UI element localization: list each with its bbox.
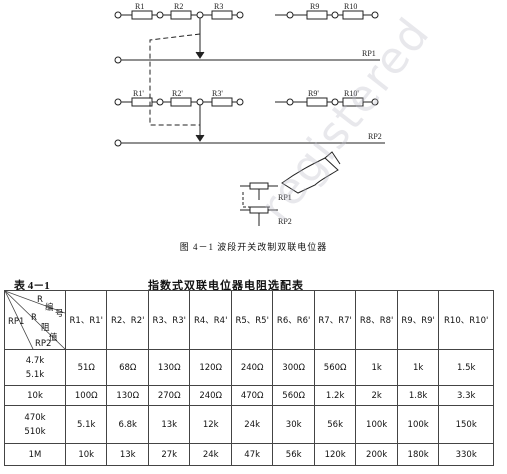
- figure-caption: 图 4－1 波段开关改制双联电位器: [179, 242, 328, 252]
- rp-value-cell: 1M: [4, 443, 66, 466]
- table-cell: 68Ω: [106, 349, 149, 386]
- table-cell: 51Ω: [64, 349, 108, 386]
- table-cell: 24k: [189, 443, 232, 466]
- table-cell: 1k: [396, 349, 440, 386]
- r2-label: R2: [174, 2, 183, 11]
- table-cell: 200k: [355, 443, 398, 466]
- r3p-label: R3': [212, 89, 223, 98]
- table-cell: 300Ω: [272, 349, 315, 386]
- table-cell: 10k: [64, 443, 108, 466]
- r3-label: R3: [214, 2, 223, 11]
- table-cell: 6.8k: [106, 405, 149, 444]
- header-cell: R1、R1': [64, 290, 108, 350]
- table-cell: 1.5k: [438, 349, 494, 386]
- table-cell: 1.8k: [396, 385, 440, 406]
- header-cell: R4、R4': [189, 290, 232, 350]
- inset-rp2-label: RP2: [278, 217, 292, 226]
- header-cell: R7、R7': [313, 290, 357, 350]
- corner-r-mid: R: [31, 313, 37, 323]
- table-cell: 47k: [230, 443, 274, 466]
- header-cell: R5、R5': [230, 290, 274, 350]
- table-cell: 120Ω: [189, 349, 232, 386]
- corner-rp1: RP1: [8, 317, 25, 327]
- table-cell: 1.2k: [313, 385, 357, 406]
- table-cell: 240Ω: [230, 349, 274, 386]
- table-cell: 27k: [147, 443, 191, 466]
- table-cell: 180k: [396, 443, 440, 466]
- table-cell: 24k: [230, 405, 274, 444]
- rp-value: 510k: [24, 426, 46, 437]
- table-cell: 560Ω: [272, 385, 315, 406]
- header-cell: R8、R8': [355, 290, 398, 350]
- table-title: 指数式双联电位器电阻选配表: [148, 280, 304, 292]
- table-cell: 13k: [147, 405, 191, 444]
- corner-bian: 编: [45, 303, 54, 313]
- rp-value-cell: 470k 510k: [4, 405, 66, 444]
- r2p-label: R2': [172, 89, 183, 98]
- r10p-label: R10': [344, 89, 359, 98]
- rp-value: 470k: [24, 412, 46, 423]
- corner-zhi: 值: [49, 333, 58, 343]
- corner-r-top: R: [37, 295, 43, 305]
- table-cell: 56k: [313, 405, 357, 444]
- switch-circuit-diagram: R1 R2 R3 R9 R10 R1' R2' R3' R9' R10' RP1…: [114, 2, 385, 226]
- corner-cell: R 编 号 R 阻 值 RP1 RP2: [4, 290, 66, 350]
- resistor-table: R 编 号 R 阻 值 RP1 RP2 R1、R1' R2、R2' R3、R3'…: [4, 290, 494, 466]
- rp-value-cell: 10k: [4, 385, 66, 406]
- table-cell: 130Ω: [106, 385, 149, 406]
- table-cell: 100k: [355, 405, 398, 444]
- rp-value: 10k: [27, 390, 43, 401]
- table-cell: 120k: [313, 443, 357, 466]
- corner-zu: 阻: [41, 323, 50, 333]
- table-cell: 100k: [396, 405, 440, 444]
- table-cell: 30k: [272, 405, 315, 444]
- table-cell: 12k: [189, 405, 232, 444]
- table-cell: 56k: [272, 443, 315, 466]
- table-cell: 1k: [355, 349, 398, 386]
- header-cell: R9、R9': [396, 290, 440, 350]
- rp-value: 1M: [28, 449, 42, 460]
- rp-value: 4.7k: [25, 355, 45, 366]
- header-cell: R2、R2': [106, 290, 149, 350]
- r9p-label: R9': [308, 89, 319, 98]
- table-cell: 5.1k: [64, 405, 108, 444]
- r9-label: R9: [310, 2, 319, 11]
- table-cell: 240Ω: [189, 385, 232, 406]
- table-cell: 330k: [438, 443, 494, 466]
- table-cell: 130Ω: [147, 349, 191, 386]
- table-cell: 470Ω: [230, 385, 274, 406]
- table-label: 表 4－1: [14, 280, 50, 292]
- header-cell: R6、R6': [272, 290, 315, 350]
- table-header-row: R 编 号 R 阻 值 RP1 RP2 R1、R1' R2、R2' R3、R3'…: [4, 290, 494, 350]
- r10-label: R10: [344, 2, 357, 11]
- rp-value: 5.1k: [25, 369, 45, 380]
- table-cell: 13k: [106, 443, 149, 466]
- table-cell: 3.3k: [438, 385, 494, 406]
- r1p-label: R1': [133, 89, 144, 98]
- table-cell: 100Ω: [64, 385, 108, 406]
- rp-value-cell: 4.7k 5.1k: [4, 349, 66, 386]
- corner-rp2: RP2: [35, 339, 52, 349]
- table-cell: 560Ω: [313, 349, 357, 386]
- rp1-label: RP1: [362, 49, 376, 58]
- r1-label: R1: [135, 2, 144, 11]
- table-cell: 270Ω: [147, 385, 191, 406]
- table-cell: 2k: [355, 385, 398, 406]
- corner-hao: 号: [55, 309, 64, 319]
- header-cell: R3、R3': [147, 290, 191, 350]
- inset-rp1-label: RP1: [278, 193, 292, 202]
- rp2-label: RP2: [368, 132, 382, 141]
- table-cell: 150k: [438, 405, 494, 444]
- header-cell: R10、R10': [438, 290, 494, 350]
